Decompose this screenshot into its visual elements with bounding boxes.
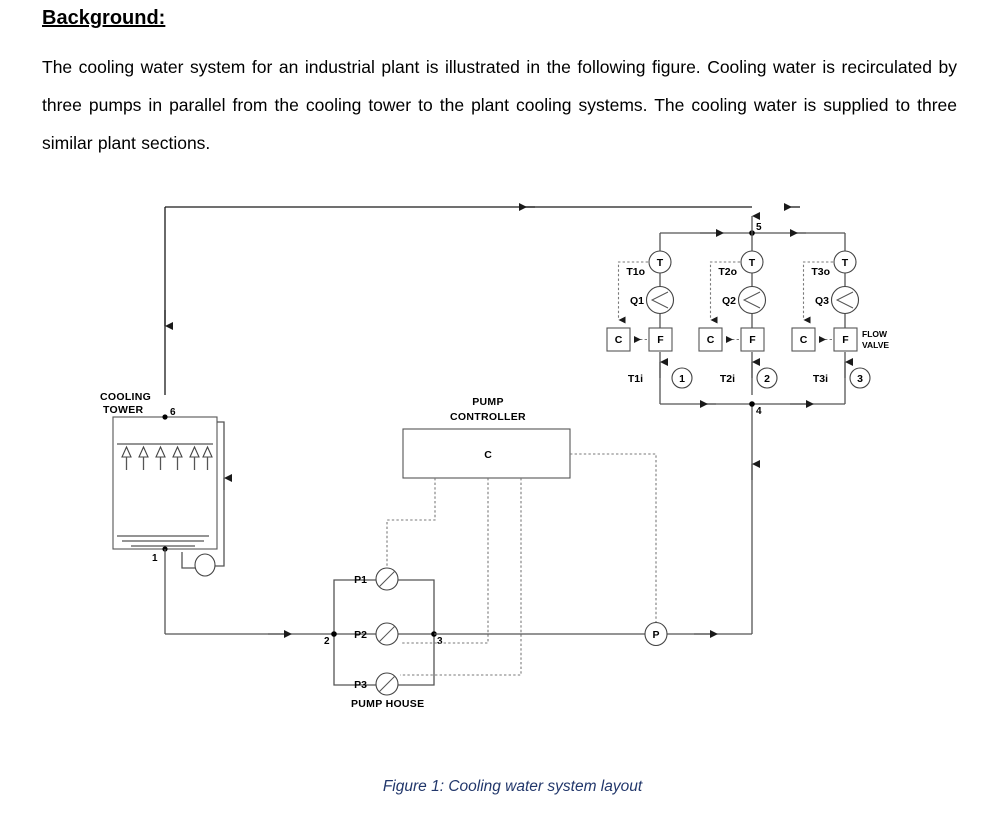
background-paragraph: The cooling water system for an industri… [42,57,957,153]
node-4-dot [749,401,755,407]
pump-controller-title-line1: PUMP [472,396,504,408]
plant-section-2: T T2o Q2 F C T2i [698,233,778,395]
section-number-1: 1 [671,367,693,389]
node-6-dot [162,414,168,420]
temp-sensor-symbol: T [749,257,756,269]
supply-header: 4 [659,395,846,417]
section-number-3: 3 [849,367,871,389]
controller-symbol: C [615,334,623,346]
pump-controller-box[interactable] [402,428,571,479]
controller-symbol: C [800,334,808,346]
node-2-label: 2 [324,636,330,647]
temperature-sensor-icon [833,250,857,274]
plant-section-3: T T3o Q3 F C T3i [791,233,871,395]
pump-p1-label: P1 [354,574,367,586]
section-number-text: 1 [679,373,685,385]
outlet-temp-label-2: T2o [718,266,737,278]
return-header-pipe [164,203,800,395]
controller-symbol: C [707,334,715,346]
pump-controller[interactable]: PUMP CONTROLLER C [402,396,571,479]
heat-label-2: Q2 [722,295,736,307]
control-signal-lines [386,453,657,676]
node-1-label: 1 [152,553,158,564]
heat-exchanger-icon [645,285,675,315]
node-2-dot [331,631,337,637]
flow-box[interactable] [740,327,765,352]
figure-cooling-water-system: COOLING TOWER [0,190,999,750]
pump-house-label: PUMP HOUSE [351,698,424,710]
inlet-temp-label-3: T3i [813,373,828,385]
heat-label-1: Q1 [630,295,644,307]
section-number-circle [756,367,778,389]
flow-box[interactable] [648,327,673,352]
flow-element-f3[interactable]: F [833,327,858,352]
temp-sensor-t1o[interactable]: T [648,250,672,274]
outlet-temp-label-1: T1o [626,266,645,278]
heat-exchanger-q2 [737,285,767,315]
temperature-sensor-icon [648,250,672,274]
flow-valve-label-line1: FLOW [862,329,888,339]
background-text-block: Background: The cooling water system for… [42,6,957,162]
flow-box[interactable] [833,327,858,352]
flow-symbol: F [657,334,664,346]
inlet-temp-label-1: T1i [628,373,643,385]
node-5-label: 5 [756,222,762,233]
section-controller-c1[interactable]: C [606,327,631,352]
section-number-circle [849,367,871,389]
section-number-circle [671,367,693,389]
heat-exchanger-q1 [645,285,675,315]
plant-return-header: 5 [660,212,845,237]
pump-p3-label: P3 [354,679,367,691]
controller-box[interactable] [698,327,723,352]
temp-sensor-symbol: T [842,257,849,269]
node-6-label: 6 [170,407,176,418]
pressure-sensor-label: P [652,629,659,641]
flow-element-f1[interactable]: F [648,327,673,352]
cooling-tower-label-line2: TOWER [103,404,144,416]
pressure-sensor-p[interactable]: P [644,621,668,647]
section-controller-c3[interactable]: C [791,327,816,352]
temp-sensor-t3o[interactable]: T [833,250,857,274]
section-number-text: 3 [857,373,863,385]
flow-element-f2[interactable]: F [740,327,765,352]
heat-exchanger-q3 [830,285,860,315]
pump-p3[interactable]: P3 [354,672,399,696]
flow-symbol: F [749,334,756,346]
pump-discharge-pipe [434,404,760,638]
fan-icon [194,553,216,577]
section-number-text: 2 [764,373,770,385]
section-controller-c2[interactable]: C [698,327,723,352]
inlet-temp-label-2: T2i [720,373,735,385]
pressure-sensor-icon [644,621,668,647]
spray-nozzles-icon [121,445,213,470]
heat-exchanger-icon [737,285,767,315]
flow-valve-label-line2: VALVE [862,340,889,350]
page-title: Background: [42,7,166,29]
figure-caption-text: Figure 1: Cooling water system layout [382,778,643,795]
pump-p2[interactable]: P2 [354,622,399,646]
temperature-sensor-icon [740,250,764,274]
flow-valve-annotation: FLOW VALVE [862,329,889,350]
heat-exchanger-icon [830,285,860,315]
temp-sensor-t2o[interactable]: T [740,250,764,274]
controller-box[interactable] [606,327,631,352]
cooling-tower: COOLING TOWER [100,391,232,634]
temp-sensor-symbol: T [657,257,664,269]
pump-controller-title-line2: CONTROLLER [450,411,526,423]
outlet-temp-label-3: T3o [811,266,830,278]
heat-label-3: Q3 [815,295,829,307]
node-3-label: 3 [437,636,443,647]
pump-p2-label: P2 [354,629,367,641]
pump-controller-symbol: C [484,449,492,461]
section-number-2: 2 [756,367,778,389]
pump-p1[interactable]: P1 [354,567,399,591]
node-4-label: 4 [756,406,762,417]
cooling-tower-label-line1: COOLING [100,391,151,403]
pump-house: 2 3 P1 P2 P3 [324,567,443,710]
controller-box[interactable] [791,327,816,352]
plant-section-1: T T1o Q1 F C [606,233,693,395]
flow-symbol: F [842,334,849,346]
figure-caption: Figure 1: Cooling water system layout [0,778,999,796]
